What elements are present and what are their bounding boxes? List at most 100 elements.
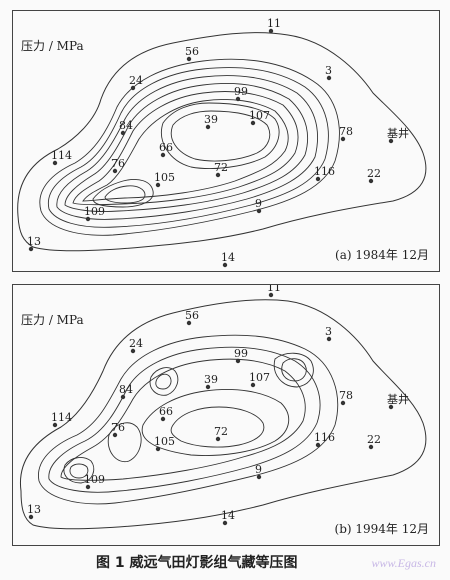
well-label: 14 [221,509,235,522]
field-boundary [19,299,427,530]
well-label: 24 [129,337,143,350]
well-dot [52,422,58,428]
well-dot [222,520,228,526]
well-dot [250,382,256,388]
well-dot [340,136,346,142]
well-dot [155,446,161,452]
well-label: 14 [221,251,235,264]
well-label: 3 [325,325,332,338]
well-dot [368,444,374,450]
well-label: 9 [255,463,262,476]
well-dot [85,216,91,222]
well-label: 76 [111,421,125,434]
well-markers-1984: 11 56 3 24 99 39 107 84 78 基井 66 114 76 72 116 22 105 9 10… [27,17,409,268]
well-dot [205,384,211,390]
contour-map-1994: 11 56 3 24 99 39 107 84 78 基井 66 114 76 72 116 22 105 9 10… [19,285,427,530]
well-label: 105 [154,171,175,184]
watermark: www.Egas.cn [371,556,436,570]
well-label: 13 [27,503,41,516]
well-label: 基井 [387,392,409,406]
well-label: 99 [234,347,248,360]
well-dot [256,208,262,214]
well-label: 114 [51,149,72,162]
well-dot [160,416,166,422]
well-label: 109 [84,473,105,486]
well-markers-1994: 11 56 3 24 99 39 107 84 78 基井 66 114 76 72 116 22 105 9 10… [27,285,409,526]
well-dot [315,176,321,182]
well-label: 22 [367,433,381,446]
well-label: 78 [339,125,353,138]
well-dot [388,138,394,144]
well-dot [130,348,136,354]
well-label: 11 [267,17,281,30]
well-dot [205,124,211,130]
well-dot [315,442,321,448]
well-dot [52,160,58,166]
well-dot [368,178,374,184]
well-label: 116 [314,165,335,178]
well-dot [388,404,394,410]
well-label: 13 [27,235,41,248]
well-dot [326,336,332,342]
unit-label: 压力 / MPa [21,313,84,327]
well-label: 107 [249,109,270,122]
well-label: 39 [204,113,218,126]
well-label: 基井 [387,126,409,140]
well-dot [268,292,274,298]
well-label: 84 [119,119,133,132]
well-dot [186,56,192,62]
well-label: 56 [185,45,199,58]
contour-map-1984: 11 56 3 24 99 39 107 84 78 基井 66 114 76 72 116 22 105 9 10… [17,17,427,268]
well-label: 116 [314,431,335,444]
isobar-lines-1994 [38,334,339,505]
well-dot [85,484,91,490]
well-label: 72 [214,161,228,174]
well-label: 107 [249,371,270,384]
well-dot [250,120,256,126]
well-label: 76 [111,157,125,170]
well-dot [112,168,118,174]
well-dot [112,432,118,438]
well-label: 66 [159,405,173,418]
well-label: 66 [159,141,173,154]
well-dot [160,152,166,158]
well-label: 99 [234,85,248,98]
well-label: 22 [367,167,381,180]
well-dot [235,358,241,364]
well-dot [215,172,221,178]
well-dot [326,75,332,81]
well-dot [222,262,228,268]
well-dot [268,28,274,34]
well-label: 105 [154,435,175,448]
well-label: 109 [84,205,105,218]
well-dot [215,436,221,442]
well-dot [256,474,262,480]
panel-caption: (b) 1994年 12月 [334,522,429,536]
well-dot [235,96,241,102]
well-dot [130,85,136,91]
figure-caption: 图 1 威远气田灯影组气藏等压图 [96,555,298,571]
well-dot [28,514,34,520]
well-label: 11 [267,285,281,294]
well-label: 24 [129,74,143,87]
field-boundary [17,32,427,252]
well-dot [120,394,126,400]
well-dot [28,246,34,252]
well-label: 72 [214,425,228,438]
well-dot [155,182,161,188]
well-dot [186,320,192,326]
well-label: 3 [325,64,332,77]
isobar-lines-1984 [39,58,340,236]
panel-caption: (a) 1984年 12月 [335,248,429,262]
well-label: 9 [255,197,262,210]
well-label: 114 [51,411,72,424]
well-dot [120,130,126,136]
well-label: 78 [339,389,353,402]
well-label: 84 [119,383,133,396]
well-dot [340,400,346,406]
well-label: 39 [204,373,218,386]
unit-label: 压力 / MPa [21,39,84,53]
well-label: 56 [185,309,199,322]
